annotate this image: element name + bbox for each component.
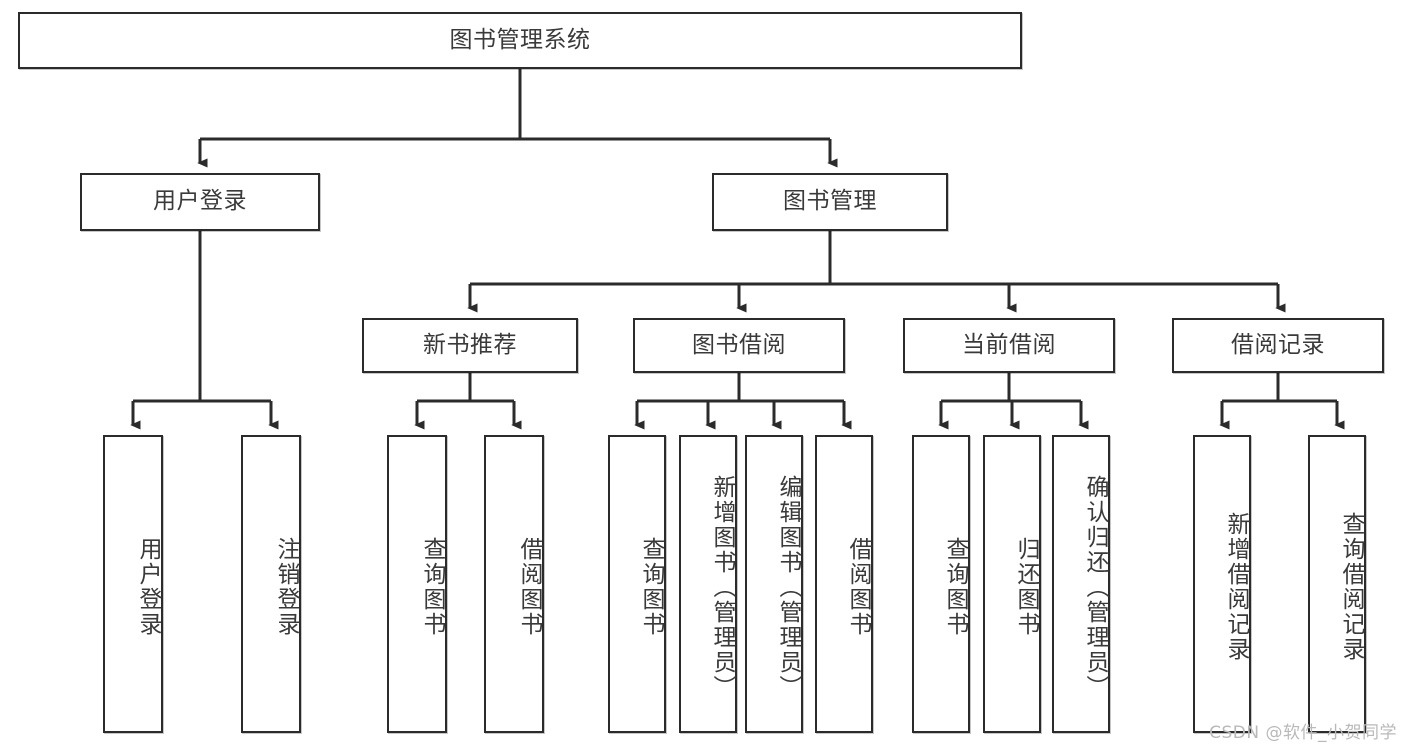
diagram-node: 借阅记录 xyxy=(1172,318,1384,373)
diagram-node: 图书管理 xyxy=(712,173,948,231)
diagram-node: 查询图书 xyxy=(608,435,666,733)
diagram-node: 用户登录 xyxy=(80,173,320,231)
diagram-node: 确认归还（管理员） xyxy=(1052,435,1110,733)
diagram-node: 归还图书 xyxy=(983,435,1041,733)
diagram-node: 当前借阅 xyxy=(903,318,1115,373)
diagram-node-label: 借阅记录 xyxy=(1231,331,1325,358)
diagram-node: 图书借阅 xyxy=(633,318,845,373)
diagram-node-label: 确认归还（管理员） xyxy=(1082,474,1108,700)
diagram-node-label: 新增借阅记录 xyxy=(1223,512,1249,662)
diagram-node: 查询图书 xyxy=(912,435,970,733)
diagram-node-label: 图书借阅 xyxy=(692,331,786,358)
diagram-node: 用户登录 xyxy=(103,435,163,733)
diagram-node: 新增图书（管理员） xyxy=(679,435,737,733)
diagram-node: 查询借阅记录 xyxy=(1308,435,1366,733)
diagram-node-label: 借阅图书 xyxy=(516,537,542,637)
diagram-node: 借阅图书 xyxy=(815,435,873,733)
diagram-node: 新书推荐 xyxy=(362,318,578,373)
diagram-node-label: 归还图书 xyxy=(1013,537,1039,637)
diagram-node-label: 查询借阅记录 xyxy=(1338,512,1364,662)
diagram-node: 图书管理系统 xyxy=(18,12,1022,69)
diagram-node-label: 图书管理系统 xyxy=(449,26,591,53)
diagram-node: 编辑图书（管理员） xyxy=(745,435,803,733)
diagram-node-label: 用户登录 xyxy=(153,188,247,215)
diagram-node-label: 图书管理 xyxy=(783,188,877,215)
diagram-node-label: 注销登录 xyxy=(273,537,299,637)
diagram-node: 新增借阅记录 xyxy=(1193,435,1251,733)
diagram-node-label: 借阅图书 xyxy=(845,537,871,637)
diagram-node-label: 查询图书 xyxy=(419,537,445,637)
diagram-node-label: 编辑图书（管理员） xyxy=(775,474,801,700)
diagram-node-label: 用户登录 xyxy=(135,537,161,637)
diagram-node: 查询图书 xyxy=(387,435,447,733)
diagram-node: 借阅图书 xyxy=(484,435,544,733)
diagram-node-label: 查询图书 xyxy=(638,537,664,637)
diagram-node-label: 查询图书 xyxy=(942,537,968,637)
watermark-text: CSDN @软件_小贺同学 xyxy=(1209,723,1397,743)
diagram-node-label: 新增图书（管理员） xyxy=(709,474,735,700)
diagram-node: 注销登录 xyxy=(241,435,301,733)
diagram-node-label: 新书推荐 xyxy=(423,331,517,358)
diagram-node-label: 当前借阅 xyxy=(962,331,1056,358)
